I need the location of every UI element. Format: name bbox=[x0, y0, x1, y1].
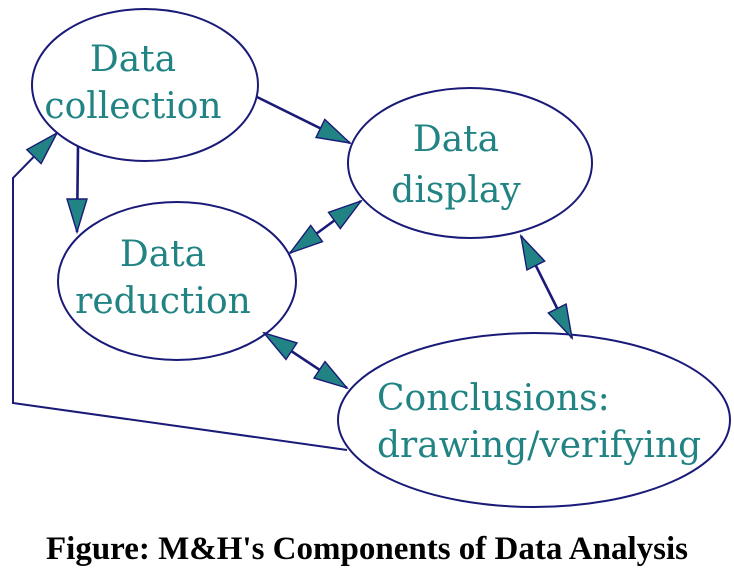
edge-display-conclusions bbox=[519, 233, 574, 341]
conclusions-label-line2: drawing/verifying bbox=[377, 425, 701, 466]
data-collection-ellipse bbox=[31, 8, 259, 162]
node-conclusions bbox=[337, 332, 731, 508]
data-reduction-label-line1: Data bbox=[120, 234, 206, 275]
data-display-label-line1: Data bbox=[413, 119, 499, 160]
edge-collection-display bbox=[256, 95, 353, 145]
node-data-display bbox=[347, 87, 593, 239]
data-collection-label-line1: Data bbox=[90, 39, 176, 80]
node-data-reduction bbox=[57, 201, 297, 361]
figure-caption: Figure: M&H's Components of Data Analysi… bbox=[46, 531, 688, 567]
arrowhead-into-collection bbox=[25, 131, 59, 165]
arrowhead-into-display bbox=[314, 118, 353, 145]
conclusions-label-line1: Conclusions: bbox=[377, 378, 610, 419]
data-reduction-label-line2: reduction bbox=[75, 281, 251, 322]
arrowhead-toward-reduction-2 bbox=[261, 331, 299, 361]
arrowhead-toward-conclusions bbox=[547, 302, 574, 341]
edge-display-reduction bbox=[288, 199, 363, 255]
arrowhead-toward-display-2 bbox=[519, 233, 546, 272]
edge-collection-reduction bbox=[66, 145, 88, 235]
arrowhead-toward-conclusions-2 bbox=[312, 360, 350, 390]
node-data-collection bbox=[31, 8, 259, 162]
data-display-label-line2: display bbox=[391, 170, 521, 211]
edge-reduction-conclusions bbox=[261, 331, 350, 390]
data-display-ellipse bbox=[347, 87, 593, 239]
arrowhead-into-reduction bbox=[66, 198, 88, 235]
conclusions-ellipse bbox=[337, 332, 731, 508]
arrowhead-toward-reduction bbox=[288, 224, 324, 255]
arrowhead-toward-display bbox=[327, 199, 363, 230]
data-analysis-diagram: Data collection Data display Data reduct… bbox=[12, 8, 731, 508]
data-reduction-ellipse bbox=[57, 201, 297, 361]
data-collection-label-line2: collection bbox=[44, 86, 221, 127]
edge-conclusions-collection bbox=[12, 131, 348, 451]
